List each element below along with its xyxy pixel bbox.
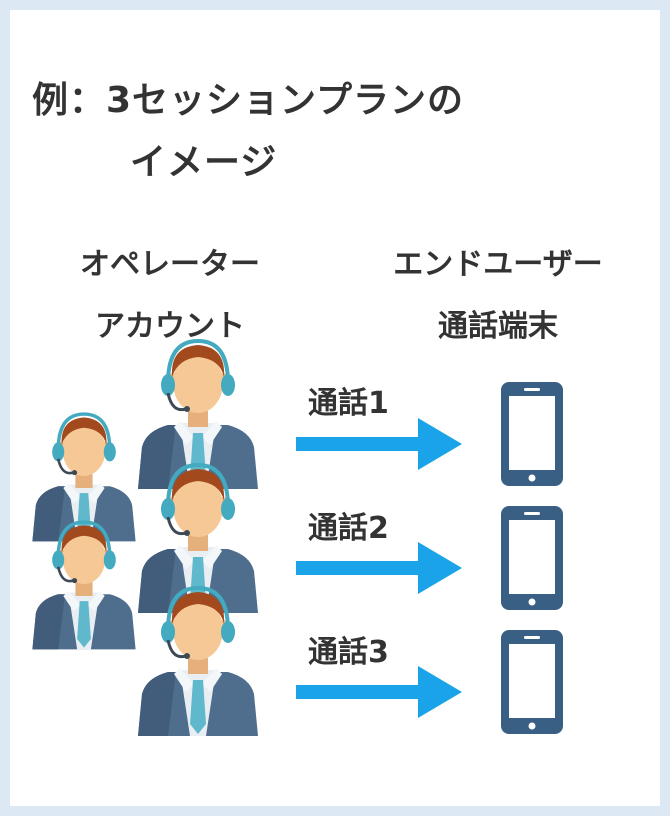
- title-line-1: 例：3セッションプランの: [32, 80, 464, 121]
- call-arrow-2: [296, 542, 462, 594]
- operator-label-line-2: アカウント: [95, 309, 245, 344]
- smartphone-icon-1: [501, 382, 563, 486]
- call-label-3: 通話3: [308, 635, 389, 670]
- enduser-label-line-2: 通話端末: [438, 309, 558, 344]
- title-line-2: イメージ: [130, 142, 278, 183]
- enduser-label-line-1: エンドユーザー: [393, 247, 603, 282]
- operator-label-line-1: オペレーター: [80, 247, 260, 282]
- call-arrow-1: [296, 418, 462, 470]
- call-arrow-3: [296, 666, 462, 718]
- call-label-2: 通話2: [308, 511, 389, 546]
- call-label-1: 通話1: [308, 386, 389, 421]
- smartphone-icon-2: [501, 506, 563, 610]
- smartphone-icon-3: [501, 630, 563, 734]
- operator-account-label: オペレーター アカウント: [40, 234, 300, 358]
- diagram-title: 例：3セッションプランの イメージ: [32, 70, 464, 194]
- enduser-device-label: エンドユーザー 通話端末: [368, 234, 628, 358]
